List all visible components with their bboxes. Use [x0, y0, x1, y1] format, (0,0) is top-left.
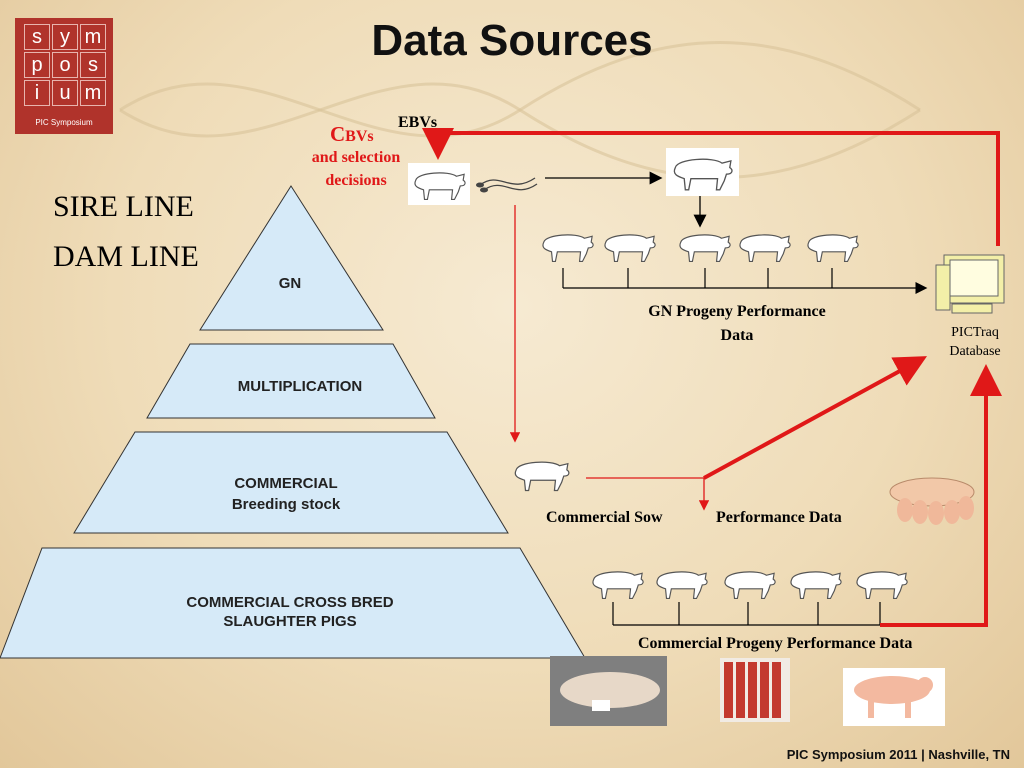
cbvs-label: CBVs — [330, 122, 374, 147]
commercial-sow-label: Commercial Sow — [546, 509, 663, 526]
pictraq-database-label: Database — [949, 344, 1001, 359]
pyramid-crossbred-label: COMMERCIAL CROSS BRED — [186, 594, 394, 611]
ebvs-label: EBVs — [398, 114, 438, 131]
logo-letter: s — [24, 24, 50, 50]
pyramid-breeding-stock-label: Breeding stock — [231, 496, 341, 513]
pig-outline — [856, 571, 908, 600]
gn-progeny-data-label: Data — [720, 327, 754, 344]
page-title: Data Sources — [371, 16, 653, 65]
pig-outline — [739, 234, 791, 263]
gn-progeny-bracket — [562, 268, 928, 294]
logo-letter: m — [80, 24, 106, 50]
dam-line-label: DAM LINE — [53, 240, 199, 273]
logo-letter: m — [80, 80, 106, 106]
performance-data-label: Performance Data — [716, 509, 842, 526]
pig-outline — [656, 571, 708, 600]
cbvs-rest: BVs — [345, 128, 374, 145]
pig-outline — [542, 234, 594, 263]
live-pig-icon — [854, 676, 933, 718]
semen-icon — [476, 177, 538, 193]
pyramid-tier-multiplication — [146, 343, 436, 419]
pig-outline — [790, 571, 842, 600]
pyramid-tier-commercial — [73, 431, 509, 534]
logo-letter: i — [24, 80, 50, 106]
cbvs-c: C — [330, 122, 346, 146]
pyramid-tier-gn — [199, 185, 384, 331]
logo-letter: s — [80, 52, 106, 78]
logo-letter: o — [52, 52, 78, 78]
logo-letter: u — [52, 80, 78, 106]
sow-to-pictraq-arrow — [703, 356, 928, 480]
gn-progeny-label: GN Progeny Performance — [648, 303, 826, 320]
pyramid-commercial-label: COMMERCIAL — [234, 475, 338, 492]
sow-piglets-photo — [889, 477, 975, 525]
symposium-logo: s y m p o s i u m PIC Symposium — [15, 18, 113, 134]
pig-outline — [807, 234, 859, 263]
logo-letter: p — [24, 52, 50, 78]
pig-outline — [604, 234, 656, 263]
logo-caption: PIC Symposium — [35, 118, 93, 127]
logo-letter: y — [52, 24, 78, 50]
footer: PIC Symposium 2011 | Nashville, TN — [786, 747, 1010, 762]
pyramid-slaughter-label: SLAUGHTER PIGS — [223, 613, 357, 630]
selection-line2: decisions — [325, 172, 387, 189]
pyramid-gn-label: GN — [278, 275, 302, 292]
commercial-progeny-label: Commercial Progeny Performance Data — [638, 635, 913, 652]
pig-outline — [724, 571, 776, 600]
ebv-feedback-arrow — [422, 128, 1000, 246]
pig-outline — [514, 461, 570, 492]
progeny-to-pictraq-arrow — [880, 364, 1002, 627]
pig-outline — [679, 234, 731, 263]
sire-line-label: SIRE LINE — [53, 190, 194, 223]
pig-outline — [592, 571, 644, 600]
pictraq-label: PICTraq — [951, 325, 999, 340]
selection-line1: and selection — [311, 149, 401, 166]
computer-icon — [935, 254, 1005, 314]
commercial-progeny-bracket — [612, 602, 881, 626]
pyramid-multiplication-label: MULTIPLICATION — [237, 378, 363, 395]
